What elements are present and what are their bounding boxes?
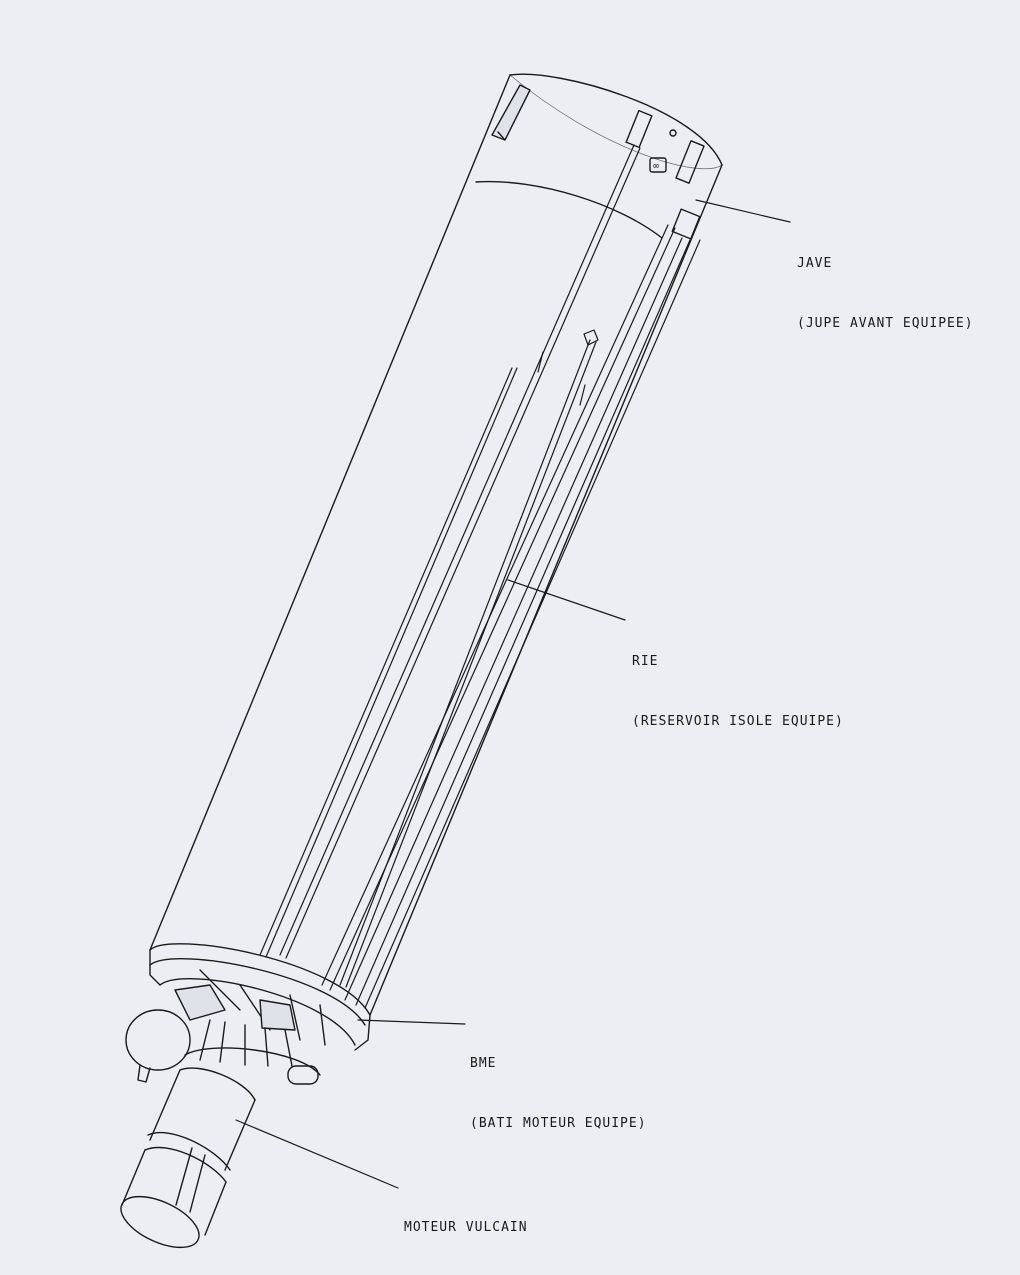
bme-strut-4 bbox=[319, 1004, 326, 1046]
bme-radial-1 bbox=[199, 1019, 211, 1061]
label-bme-full: (BATI MOTEUR EQUIPE) bbox=[470, 1116, 647, 1131]
leader-rie bbox=[507, 579, 626, 621]
leader-bme bbox=[357, 1019, 466, 1025]
tank-right-edge bbox=[369, 164, 723, 1016]
bme-cylinder bbox=[287, 1065, 319, 1085]
cable-3 bbox=[344, 237, 683, 1001]
nozzle-right bbox=[204, 1181, 227, 1236]
bme-base-ring bbox=[184, 1047, 321, 1076]
label-jave-code: JAVE bbox=[797, 256, 833, 271]
cable-4 bbox=[364, 239, 701, 1009]
label-moteur-code: MOTEUR VULCAIN bbox=[404, 1220, 528, 1235]
bme-radial-4 bbox=[264, 1027, 269, 1067]
cable-2 bbox=[321, 224, 669, 986]
bme-sphere bbox=[125, 1009, 191, 1071]
bme-strut-1 bbox=[199, 969, 241, 1011]
tank-left-edge bbox=[149, 74, 511, 951]
nozzle-left bbox=[121, 1149, 146, 1206]
label-rie-full: (RESERVOIR ISOLE EQUIPE) bbox=[632, 714, 844, 729]
bme-radial-5 bbox=[284, 1029, 293, 1067]
skirt-vent-2 bbox=[497, 131, 506, 141]
skirt-connector bbox=[671, 208, 701, 240]
skirt-bolt bbox=[669, 129, 677, 137]
label-jave: JAVE (JUPE AVANT EQUIPEE) bbox=[797, 214, 974, 354]
engine-body-top bbox=[179, 1067, 256, 1101]
bme-side-right bbox=[354, 1014, 371, 1051]
cable-1 bbox=[279, 144, 635, 956]
nozzle-exit bbox=[120, 1195, 200, 1249]
label-moteur: MOTEUR VULCAIN bbox=[404, 1178, 528, 1258]
tank-top-front bbox=[509, 74, 723, 170]
label-bme-code: BME bbox=[470, 1056, 497, 1071]
cable-tick-1 bbox=[537, 351, 544, 373]
jave-boundary bbox=[475, 180, 663, 239]
bme-strut-3 bbox=[289, 994, 301, 1041]
bme-top-ring bbox=[149, 943, 371, 1016]
bme-lower-ring bbox=[159, 978, 356, 1046]
skirt-box-3 bbox=[675, 140, 705, 184]
engine-body-right bbox=[224, 1099, 256, 1171]
cable-sensor bbox=[583, 329, 599, 346]
tank-cableways bbox=[259, 144, 701, 1009]
svg-text:∞: ∞ bbox=[653, 161, 659, 172]
leader-jave bbox=[695, 199, 791, 223]
cable-6 bbox=[339, 339, 591, 986]
label-rie-code: RIE bbox=[632, 654, 659, 669]
cable-5b bbox=[265, 367, 518, 958]
leader-lines bbox=[235, 199, 791, 1189]
skirt-box-2 bbox=[649, 157, 667, 173]
bme-bracket-2 bbox=[259, 999, 296, 1031]
engine-ring-2 bbox=[144, 1146, 227, 1183]
tank-body: ∞ bbox=[149, 73, 723, 1016]
cable-tick-2 bbox=[579, 384, 586, 406]
bme-top-ring-2 bbox=[149, 958, 366, 1026]
label-bme: BME (BATI MOTEUR EQUIPE) bbox=[470, 1014, 647, 1154]
bme-side-left bbox=[149, 949, 161, 986]
bme-sphere-neck bbox=[137, 1064, 151, 1083]
bme-bracket-1 bbox=[174, 984, 226, 1021]
label-rie: RIE (RESERVOIR ISOLE EQUIPE) bbox=[632, 612, 844, 752]
nozzle-pipe-1 bbox=[175, 1147, 193, 1206]
bme-radial-2 bbox=[219, 1021, 226, 1063]
engine-body-left bbox=[149, 1069, 181, 1141]
skirt-box-1 bbox=[625, 109, 653, 149]
vulcain-engine bbox=[120, 1067, 256, 1249]
nozzle-pipe-2 bbox=[189, 1154, 206, 1213]
engine-ring bbox=[147, 1131, 231, 1171]
cable-1b bbox=[285, 147, 641, 959]
cable-3b bbox=[355, 239, 691, 1006]
tank-top-cap bbox=[509, 73, 723, 166]
cable-5 bbox=[259, 367, 513, 956]
label-jave-full: (JUPE AVANT EQUIPEE) bbox=[797, 316, 974, 331]
leader-moteur bbox=[235, 1119, 399, 1189]
cable-6b bbox=[345, 341, 597, 988]
bme-thrust-frame bbox=[125, 943, 371, 1085]
